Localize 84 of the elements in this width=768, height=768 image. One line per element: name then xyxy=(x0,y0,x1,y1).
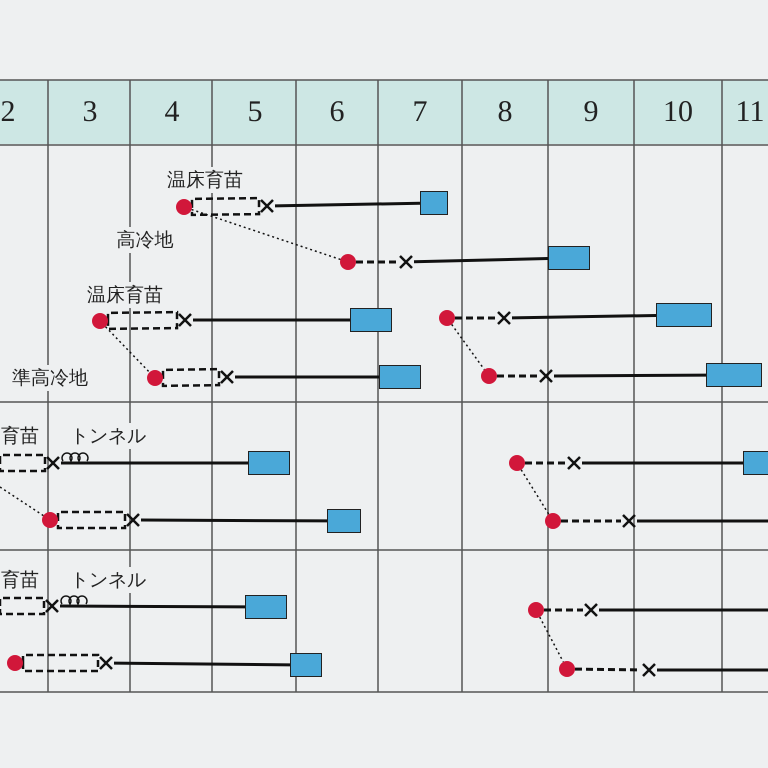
month-number: 7 xyxy=(412,95,428,129)
planting-cross xyxy=(125,512,141,528)
sowing-dot xyxy=(545,513,561,529)
dashed-line xyxy=(356,260,398,264)
harvest-box xyxy=(245,595,287,619)
dashed-line xyxy=(455,316,496,320)
solid-line xyxy=(599,608,768,612)
double-dashed-line xyxy=(190,196,260,216)
solid-line xyxy=(657,668,768,672)
sowing-dot xyxy=(481,368,497,384)
row-label: 準高冷地 xyxy=(10,365,90,391)
dashed-line xyxy=(544,608,583,612)
month-number: 11 xyxy=(736,95,764,129)
solid-line xyxy=(637,520,768,522)
solid-line xyxy=(141,518,327,522)
harvest-box xyxy=(656,303,712,327)
planting-cross xyxy=(583,602,599,618)
sowing-dot xyxy=(509,455,525,471)
planting-cross xyxy=(98,655,114,671)
sowing-dot xyxy=(42,512,58,528)
harvest-box xyxy=(350,308,392,332)
planting-cross xyxy=(496,310,512,326)
sowing-dot xyxy=(559,661,575,677)
harvest-box xyxy=(706,363,762,387)
solid-line xyxy=(61,462,248,464)
harvest-box xyxy=(327,509,361,533)
solid-line xyxy=(235,376,379,378)
sowing-dot xyxy=(340,254,356,270)
solid-line xyxy=(554,374,706,378)
dashed-line xyxy=(497,374,538,378)
double-dashed-line xyxy=(0,596,46,616)
sowing-dot xyxy=(176,199,192,215)
double-dashed-line xyxy=(162,368,220,388)
row-label: 高冷地 xyxy=(114,227,176,253)
planting-cross xyxy=(177,312,193,328)
row-label: 温床育苗 xyxy=(165,167,245,193)
dotted-line xyxy=(539,616,564,662)
solid-line xyxy=(193,318,350,322)
month-number: 3 xyxy=(82,95,98,129)
planting-cross xyxy=(538,368,554,384)
harvest-box xyxy=(420,191,448,215)
planting-cross xyxy=(259,198,275,214)
dashed-line xyxy=(525,462,566,464)
dotted-line xyxy=(0,486,44,516)
month-number: 10 xyxy=(663,95,693,129)
harvest-box xyxy=(248,451,290,475)
planting-cross xyxy=(45,455,61,471)
sowing-dot xyxy=(528,602,544,618)
sowing-dot xyxy=(7,655,23,671)
sowing-dot xyxy=(92,313,108,329)
double-dashed-line xyxy=(0,454,46,472)
sowing-dot xyxy=(439,310,455,326)
planting-cross xyxy=(398,254,414,270)
dotted-line xyxy=(451,324,485,370)
dotted-line xyxy=(105,326,150,373)
solid-line xyxy=(512,314,656,320)
solid-line xyxy=(114,662,290,666)
planting-cross xyxy=(641,662,657,678)
solid-line xyxy=(582,462,743,464)
planting-cross xyxy=(44,598,60,614)
sowing-dot xyxy=(147,370,163,386)
month-number: 8 xyxy=(498,95,512,129)
solid-line xyxy=(274,202,420,208)
month-number: 2 xyxy=(0,95,16,129)
solid-line xyxy=(414,257,548,264)
double-dashed-line xyxy=(106,310,178,330)
harvest-box xyxy=(379,365,421,389)
planting-cross xyxy=(219,369,235,385)
month-number: 4 xyxy=(164,95,180,129)
month-number: 5 xyxy=(248,95,262,129)
dotted-line xyxy=(191,208,341,260)
dotted-line xyxy=(520,469,550,515)
planting-cross xyxy=(621,513,637,529)
dashed-line xyxy=(561,520,621,522)
month-number: 6 xyxy=(330,95,344,129)
double-dashed-line xyxy=(56,510,126,530)
double-dashed-line xyxy=(22,654,100,672)
harvest-box xyxy=(548,246,590,270)
solid-line xyxy=(60,604,245,608)
month-number: 9 xyxy=(584,95,598,129)
harvest-box xyxy=(290,653,322,677)
row-label: 温床育苗 xyxy=(85,282,165,308)
harvest-box xyxy=(743,451,768,475)
planting-cross xyxy=(566,455,582,471)
